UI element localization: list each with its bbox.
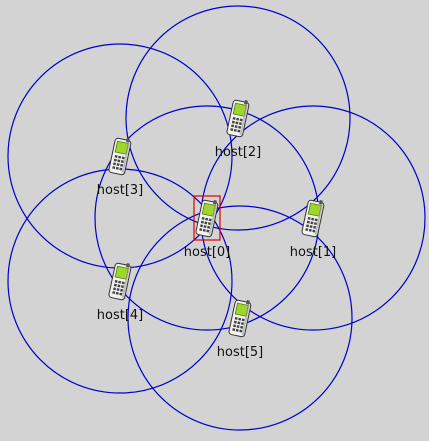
host-node[interactable]: host[2] [215,98,261,160]
mobile-phone-icon[interactable] [226,98,250,138]
selection-box [193,195,221,241]
mobile-phone-icon[interactable] [108,261,132,301]
host-label: host[3] [97,183,143,198]
mobile-phone-icon[interactable] [228,298,252,338]
host-node[interactable]: host[3] [97,136,143,198]
host-label: host[1] [290,245,336,260]
mobile-phone-icon[interactable] [108,136,132,176]
host-node[interactable]: host[4] [97,261,143,323]
mobile-phone-icon[interactable] [195,198,219,238]
host-label: host[5] [217,345,263,360]
mobile-phone-icon[interactable] [301,198,325,238]
range-circles [7,5,426,431]
host-label: host[2] [215,145,261,160]
host-node[interactable]: host[1] [290,198,336,260]
host-node[interactable]: host[0] [184,195,230,260]
range-circle-2 [125,5,351,231]
host-label: host[0] [184,245,230,260]
host-label: host[4] [97,308,143,323]
range-circle-5 [127,205,353,431]
host-node[interactable]: host[5] [217,298,263,360]
